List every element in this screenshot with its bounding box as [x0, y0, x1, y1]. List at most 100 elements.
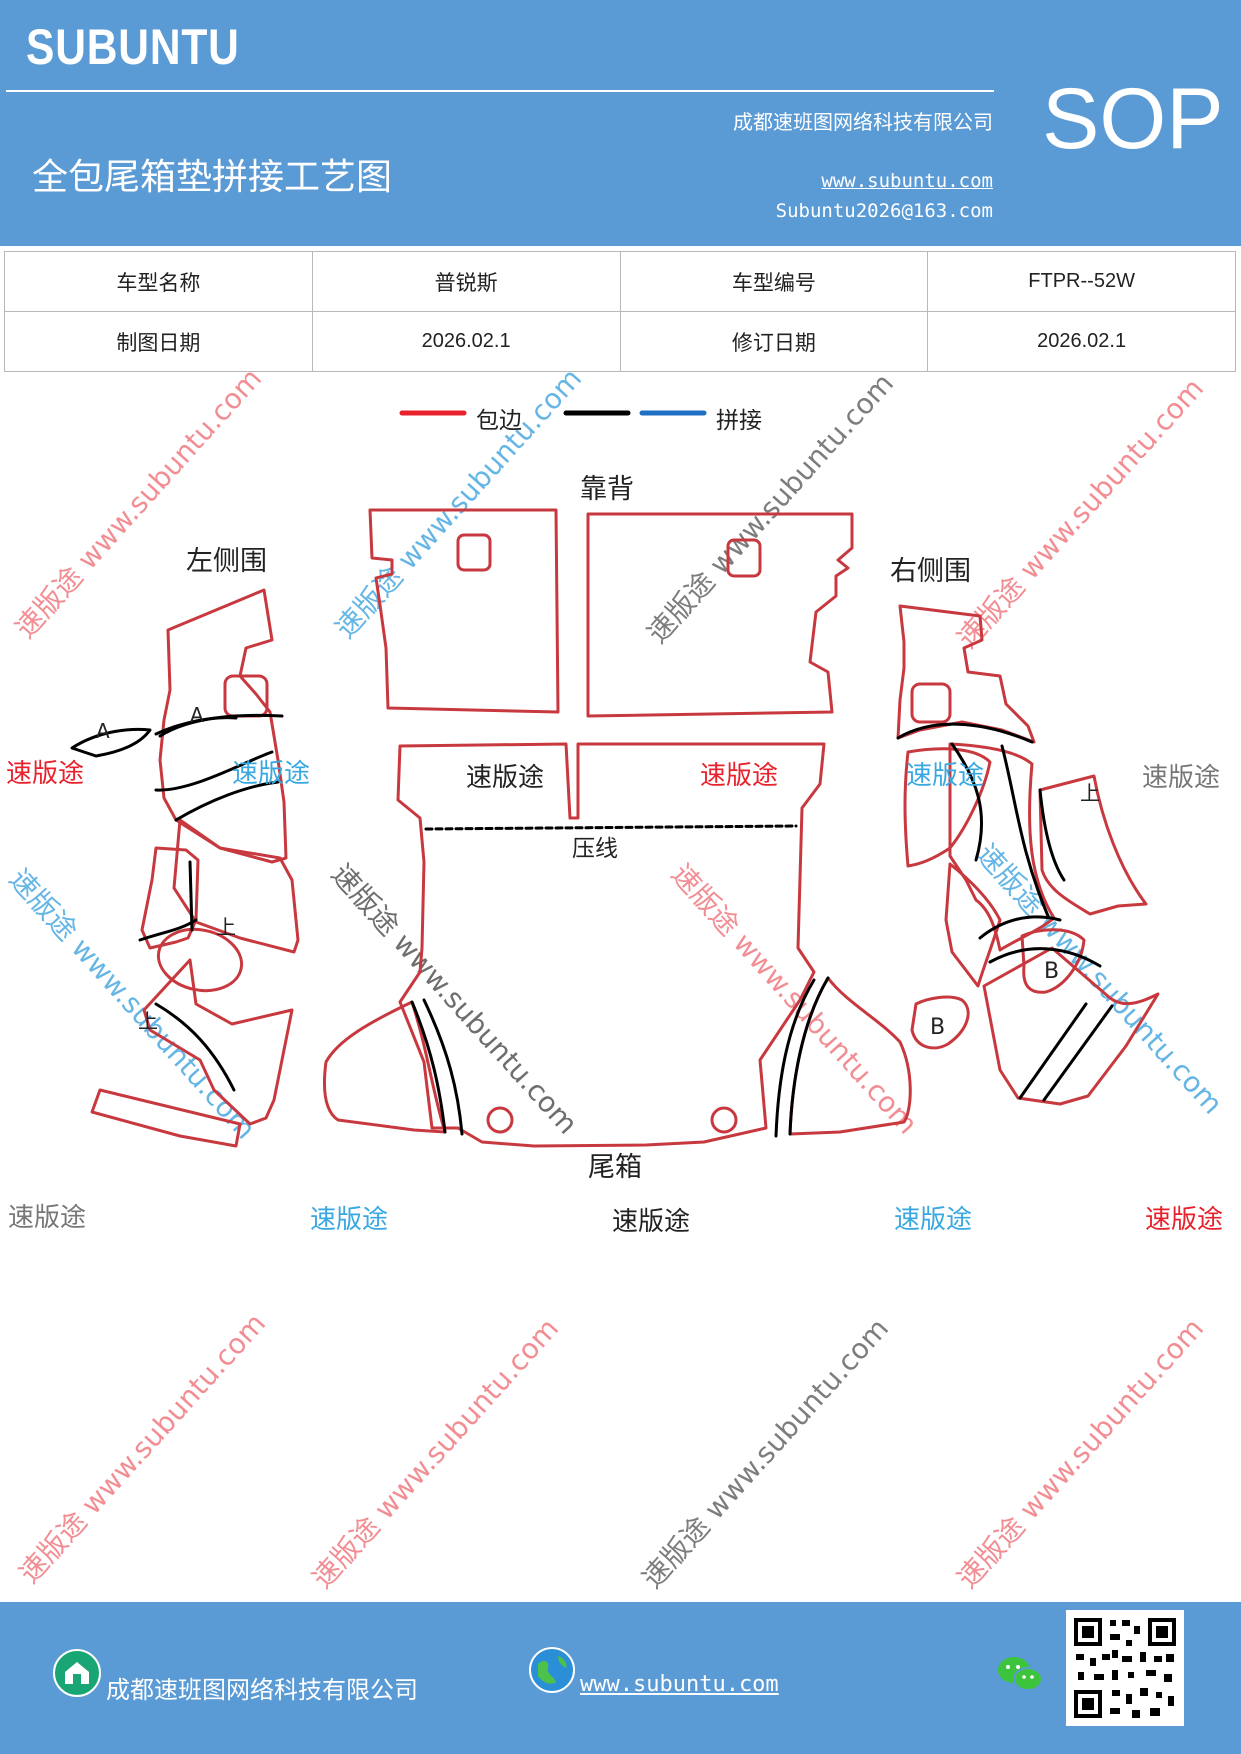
watermark-text: 速版途 www.subuntu.com: [13, 1307, 272, 1590]
header-company: 成都速班图网络科技有限公司: [733, 110, 993, 134]
globe-icon: [529, 1647, 575, 1693]
back-panel-right: [586, 512, 854, 718]
brand-watermarks: 速版途 速版途 速版途 速版途 速版途 速版途 速版途 速版途 速版途 速版途 …: [6, 759, 1223, 1237]
header-divider: [6, 90, 994, 92]
legend-hem-label: 包边: [476, 408, 522, 434]
brand-watermark: 速版途: [466, 763, 544, 793]
left-side-a-piece: [70, 727, 152, 758]
wechat-icon[interactable]: [996, 1654, 1044, 1694]
splice-line: [774, 978, 816, 1138]
draw-date-label: 制图日期: [4, 311, 313, 372]
splice-line: [138, 918, 198, 942]
back-label: 靠背: [580, 474, 634, 505]
splice-line: [154, 750, 274, 792]
mark-b: B: [1044, 959, 1059, 984]
revise-date-label: 修订日期: [619, 311, 929, 372]
left-side-middle: [172, 818, 300, 954]
trunk-splice-lines: [410, 976, 830, 1138]
left-side-pieces: [90, 588, 300, 1148]
splice-line: [154, 1002, 236, 1092]
splice-line: [950, 742, 984, 862]
sop-label: SOP: [1042, 71, 1224, 167]
brand-watermark: 速版途: [1142, 763, 1220, 793]
watermark-text: 速版途 www.subuntu.com: [3, 863, 262, 1146]
splice-line: [1018, 1002, 1088, 1100]
vehicle-info-table: 车型名称 普锐斯 车型编号 FTPR--52W 制图日期 2026.02.1 修…: [4, 251, 1236, 372]
splice-line: [988, 947, 1102, 968]
trunk-label: 尾箱: [588, 1152, 642, 1183]
right-side-label: 右侧围: [890, 556, 971, 587]
header-banner: SUBUNTU 成都速班图网络科技有限公司 全包尾箱垫拼接工艺图 www.sub…: [0, 0, 1241, 246]
legend: 包边 拼接: [399, 408, 762, 434]
splice-line: [174, 780, 280, 822]
right-side-cutout: [910, 682, 952, 724]
model-name-value: 普锐斯: [311, 251, 621, 312]
left-side-round-piece: [156, 927, 244, 993]
right-side-b-small: [910, 995, 970, 1050]
brand-watermark: 速版途: [906, 761, 984, 791]
footer-company: 成都速班图网络科技有限公司: [106, 1676, 418, 1704]
revise-date-value: 2026.02.1: [927, 311, 1236, 372]
watermark-text: 速版途 www.subuntu.com: [306, 1312, 565, 1595]
trunk-wheel-piece-left: [323, 1000, 447, 1134]
watermark-text: 速版途 www.subuntu.com: [951, 372, 1210, 655]
mark-a: A: [96, 719, 110, 743]
back-panel-right-cutout: [726, 538, 762, 578]
trunk-floor-hole: [486, 1106, 514, 1134]
brand-watermark: 速版途: [310, 1205, 388, 1235]
left-side-a-edge: [154, 716, 238, 736]
mark-up: 上: [1080, 781, 1100, 805]
diagram-labels: 靠背 左侧围 右侧围 尾箱 压线 A A B B 上 上 上: [96, 474, 1100, 1183]
splice-line: [422, 998, 464, 1136]
mark-a: A: [190, 703, 204, 727]
right-side-upper: [896, 604, 1036, 744]
left-side-bottom: [142, 958, 294, 1126]
mark-up: 上: [138, 1009, 158, 1033]
right-side-bottom: [982, 946, 1160, 1106]
footer-website-link[interactable]: www.subuntu.com: [580, 1672, 779, 1697]
brand-watermark: 速版途: [612, 1207, 690, 1237]
right-side-splice-lines: [896, 722, 1114, 1102]
brand-logo: SUBUNTU: [26, 19, 240, 75]
brand-watermark: 速版途: [232, 759, 310, 789]
press-line: [424, 824, 798, 831]
left-side-label: 左侧围: [186, 546, 267, 577]
table-row: 制图日期 2026.02.1 修订日期 2026.02.1: [4, 311, 1236, 372]
trunk-floor-hole: [710, 1106, 738, 1134]
qr-code-icon: [1066, 1610, 1184, 1726]
press-line-label: 压线: [572, 836, 618, 862]
splice-line: [978, 915, 1062, 940]
splice-line: [410, 1000, 447, 1134]
trunk-floor-main: [396, 742, 826, 1148]
trunk-mat-diagram: 速版途 www.subuntu.com 速版途 www.subuntu.com …: [3, 362, 1229, 1595]
legend-splice-label: 拼接: [716, 408, 762, 434]
header-email: Subuntu2026@163.com: [775, 200, 993, 222]
right-side-pieces: [896, 604, 1160, 1106]
watermark-text: 速版途 www.subuntu.com: [970, 838, 1229, 1121]
mark-b: B: [930, 1015, 945, 1040]
splice-line: [1042, 1004, 1114, 1102]
right-side-b-piece: [1020, 928, 1086, 994]
splice-line: [788, 976, 830, 1136]
watermark-text: 速版途 www.subuntu.com: [329, 362, 588, 645]
watermark-text: 速版途 www.subuntu.com: [951, 1312, 1210, 1595]
model-name-label: 车型名称: [4, 251, 313, 312]
right-side-arc: [948, 742, 1056, 952]
left-side-upper: [158, 588, 288, 864]
watermark-text: 速版途 www.subuntu.com: [325, 858, 584, 1141]
header-website-link[interactable]: www.subuntu.com: [821, 170, 993, 192]
right-side-tall: [1038, 774, 1148, 916]
brand-watermark: 速版途: [700, 761, 778, 791]
splice-line: [896, 722, 1034, 744]
brand-watermark: 速版途: [894, 1205, 972, 1235]
table-row: 车型名称 普锐斯 车型编号 FTPR--52W: [4, 251, 1236, 312]
left-side-splice-lines: [70, 713, 284, 1092]
brand-watermark: 速版途: [8, 1203, 86, 1233]
brand-watermark: 速版途: [1145, 1205, 1223, 1235]
splice-line: [188, 860, 194, 932]
brand-watermark: 速版途: [6, 759, 84, 789]
draw-date-value: 2026.02.1: [311, 311, 621, 372]
splice-line: [1000, 744, 1050, 918]
watermark-text: 速版途 www.subuntu.com: [9, 362, 268, 645]
back-panel-left: [368, 508, 560, 714]
